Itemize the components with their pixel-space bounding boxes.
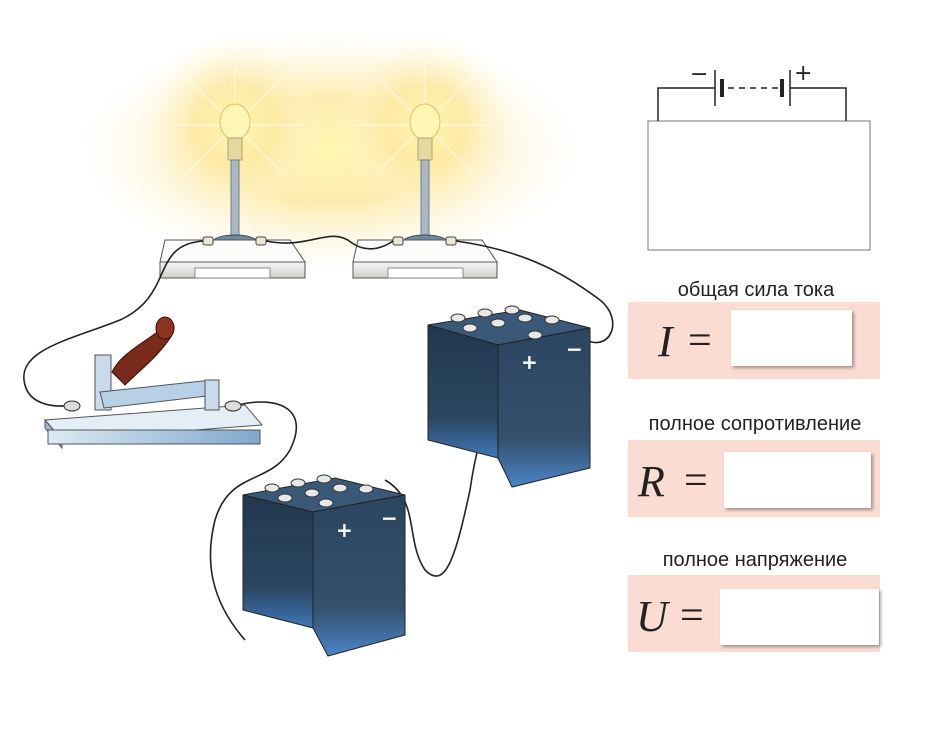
voltage-formula-panel: U = — [628, 575, 880, 652]
resistance-equals: = — [684, 458, 708, 504]
schematic-plus-sign: + — [794, 61, 813, 86]
total-voltage-label: полное напряжение — [662, 549, 848, 571]
current-symbol: I — [658, 317, 673, 366]
resistance-symbol: R — [638, 457, 665, 506]
voltage-symbol: U — [636, 592, 668, 641]
current-formula-panel: I = — [628, 302, 880, 379]
resistance-answer-box[interactable] — [724, 452, 871, 508]
battery-front-minus: − — [381, 506, 398, 530]
battery-back — [427, 305, 591, 488]
current-equals: = — [688, 318, 712, 364]
lamp-right — [352, 55, 498, 279]
lamp-left — [159, 55, 306, 279]
total-resistance-label: полное сопротивление — [648, 413, 862, 435]
resistance-formula-panel: R = — [628, 440, 880, 517]
battery-back-minus: − — [566, 337, 583, 361]
battery-front — [242, 474, 406, 657]
battery-front-plus: + — [336, 518, 353, 542]
circuit-schematic — [647, 70, 871, 251]
current-answer-box[interactable] — [731, 310, 852, 366]
schematic-minus-sign: − — [690, 62, 709, 87]
knife-switch — [43, 316, 264, 450]
battery-back-plus: + — [521, 350, 538, 374]
voltage-equals: = — [680, 593, 704, 639]
voltage-answer-box[interactable] — [720, 589, 879, 645]
lamp-glow — [80, 30, 580, 270]
total-current-label: общая сила тока — [677, 279, 835, 301]
